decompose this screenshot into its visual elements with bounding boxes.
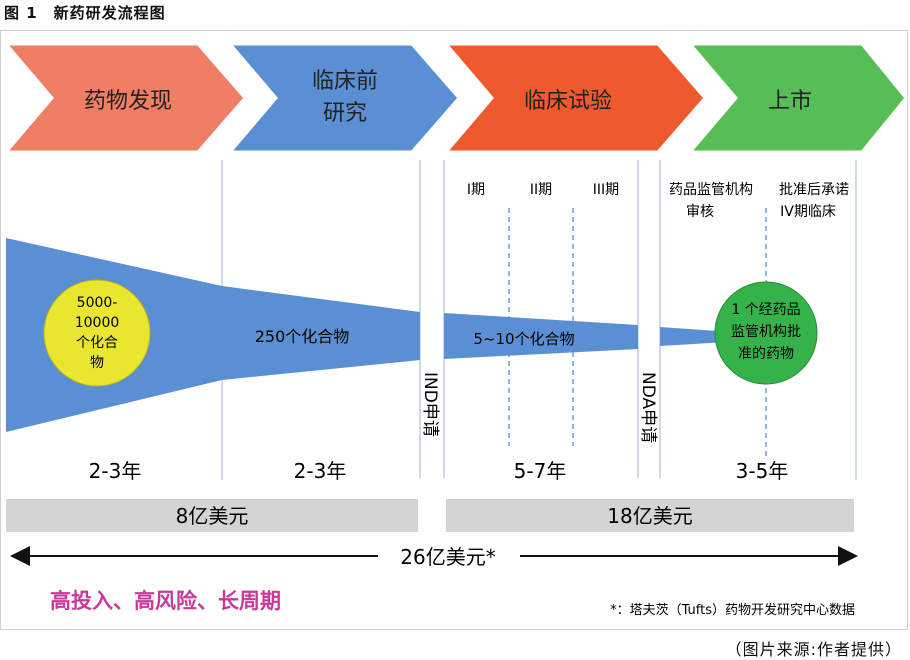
compound-count-label: 5~10个化合物 <box>473 330 574 348</box>
circle-text: 监管机构批 <box>731 324 801 340</box>
review-label-2: 审核 <box>686 204 714 220</box>
stage-label-preclinical-1: 临床前 <box>312 69 378 94</box>
circle-text: 准的药物 <box>738 346 794 362</box>
review-label-1: 药品监管机构 <box>669 182 753 198</box>
funnel-segment-clinical <box>444 313 638 359</box>
post-approval-label-1: 批准后承诺 <box>779 182 849 198</box>
stage-chevron-market <box>686 42 908 154</box>
duration-discovery: 2-3年 <box>89 459 142 483</box>
diagram-frame <box>0 30 908 630</box>
stage-label-discovery: 药物发现 <box>84 89 172 114</box>
stage-chevron-discovery <box>2 42 247 154</box>
phase-3-label: III期 <box>593 182 619 198</box>
cost-bar-late <box>446 499 854 532</box>
compound-count-label: 250个化合物 <box>255 327 350 346</box>
stage-banner: 药物发现 临床前 研究 临床试验 上市 <box>2 42 908 154</box>
duration-clinical: 5-7年 <box>514 459 567 483</box>
stage-chevron-clinical <box>442 42 707 154</box>
cost-early-label: 8亿美元 <box>176 504 249 528</box>
circle-text: 10000 <box>75 315 120 331</box>
stage-label-preclinical-2: 研究 <box>323 101 367 126</box>
cost-bar-early <box>6 499 418 532</box>
figure-title: 图 1 新药研发流程图 <box>4 4 166 22</box>
circle-text: 物 <box>90 355 104 371</box>
nda-application-label: NDA申请 <box>638 372 658 443</box>
circle-text: 个化合 <box>76 335 118 351</box>
cost-late-label: 18亿美元 <box>607 504 692 528</box>
stage-chevron-preclinical <box>226 42 461 154</box>
ind-application-label: IND申请 <box>420 372 440 437</box>
compound-count-circle: 5000- 10000 个化合 物 <box>43 279 151 387</box>
post-approval-label-2: IV期临床 <box>780 204 836 220</box>
phase-1-label: I期 <box>467 182 485 198</box>
duration-preclinical: 2-3年 <box>294 459 347 483</box>
approved-drug-circle: 1 个经药品 监管机构批 准的药物 <box>714 281 818 385</box>
tagline: 高投入、高风险、长周期 <box>50 589 281 613</box>
phase-2-label: II期 <box>530 182 552 198</box>
duration-market: 3-5年 <box>736 459 789 483</box>
stage-label-market: 上市 <box>768 89 812 114</box>
stage-label-clinical: 临床试验 <box>524 89 612 114</box>
circle-text: 5000- <box>77 295 118 311</box>
circle-text: 1 个经药品 <box>731 302 800 318</box>
funnel-segment-preclinical <box>222 286 420 380</box>
image-source: （图片来源:作者提供） <box>725 640 902 659</box>
total-cost-label: 26亿美元* <box>400 545 495 569</box>
footnote: *：塔夫茨（Tufts）药物开发研究中心数据 <box>610 602 855 618</box>
